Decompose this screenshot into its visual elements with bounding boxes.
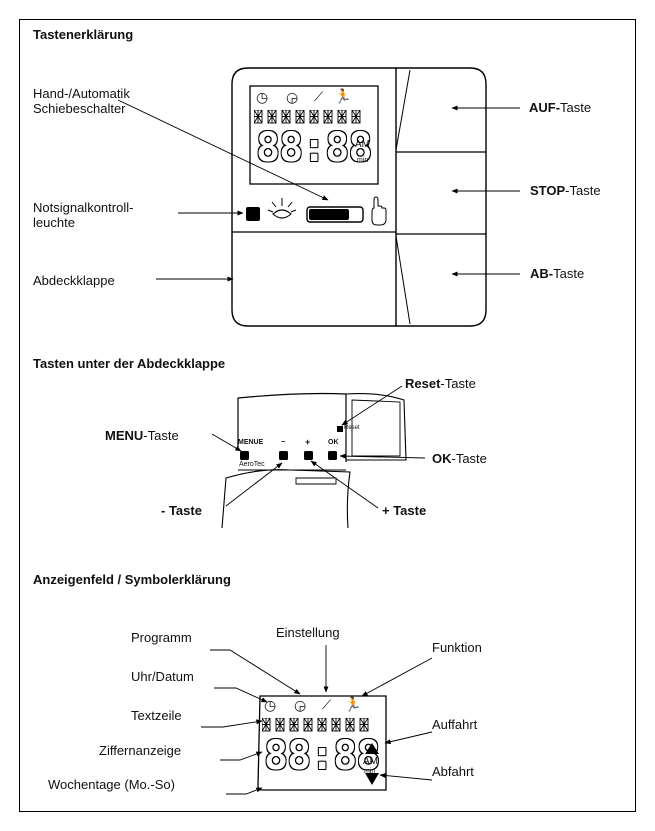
device-lcd-textline: [254, 110, 361, 124]
label-hand-auto-line1: Hand-/Automatik: [33, 86, 130, 101]
section3-leaders: [201, 645, 433, 795]
label-auf-rest: Taste: [560, 100, 592, 115]
label-reset-taste: Reset-Taste: [405, 376, 476, 391]
label-ab-bold: AB-: [530, 266, 554, 281]
label-reset-rest: -Taste: [440, 376, 476, 391]
panel-reset-label: Reset: [344, 425, 360, 431]
setting-icon: ⟋: [314, 90, 324, 105]
label-wochentage: Wochentage (Mo.-So): [48, 777, 175, 792]
label-auf-taste: AUF-Taste: [529, 100, 591, 115]
section-title-keys: Tastenerklärung: [33, 27, 134, 42]
plus-key[interactable]: [304, 451, 313, 460]
label-reset-bold: Reset: [405, 376, 441, 391]
label-stop-rest: -Taste: [565, 183, 601, 198]
clock-date-icon: ◷: [256, 90, 269, 106]
display-lcd-icons: ◷ ◶ ⟋ 🏃: [264, 697, 384, 716]
section2-leaders: [211, 385, 426, 509]
up-arrow-icon: [365, 743, 379, 754]
notsignal-led: [246, 207, 260, 221]
section1-leaders: [117, 99, 520, 282]
minus-key[interactable]: [279, 451, 288, 460]
label-ziffernanzeige: Ziffernanzeige: [99, 743, 182, 758]
label-menu-taste: MENU-Taste: [105, 428, 179, 443]
label-ok-taste: OK-Taste: [432, 451, 487, 466]
panel-ok-label: OK: [328, 439, 339, 446]
keypad-panel: [221, 392, 407, 529]
device-controls: [246, 196, 387, 226]
display-lcd-arrows: [365, 743, 379, 785]
label-minus-taste: - Taste: [161, 503, 202, 518]
label-auf-bold: AUF-: [529, 100, 561, 115]
device-lcd: [249, 85, 379, 185]
menu-key[interactable]: [240, 451, 249, 460]
figure-frame: [19, 19, 636, 812]
label-menu-bold: MENU: [105, 428, 144, 443]
display-lcd-digits: 88:88: [264, 733, 380, 779]
device-lcd-min: min: [357, 157, 369, 164]
label-ab-rest: Taste: [553, 266, 585, 281]
label-hand-auto: Hand-/Automatik Schiebeschalter: [33, 86, 130, 116]
function-runner-icon: 🏃: [334, 89, 352, 105]
label-notsignal: Notsignalkontroll- leuchte: [33, 200, 133, 230]
label-notsignal-line1: Notsignalkontroll-: [33, 200, 134, 215]
hand-icon: [371, 196, 387, 226]
label-notsignal-line2: leuchte: [33, 215, 75, 230]
setting-icon: ⟋: [322, 698, 332, 713]
label-abdeckklappe: Abdeckklappe: [33, 273, 115, 288]
label-programm: Programm: [131, 630, 192, 645]
device-body: [231, 67, 487, 327]
label-menu-rest: -Taste: [143, 428, 179, 443]
label-ab-taste: AB-Taste: [530, 266, 584, 281]
down-arrow-icon: [365, 773, 379, 785]
device-lcd-am: AM: [355, 139, 370, 150]
label-stop-taste: STOP-Taste: [530, 183, 601, 198]
label-plus-taste: + Taste: [382, 503, 427, 518]
label-stop-bold: STOP: [530, 183, 566, 198]
device-lcd-digits: 88:88: [256, 125, 372, 171]
section-title-cover-keys: Tasten unter der Abdeckklappe: [33, 356, 226, 371]
panel-minus-label: –: [281, 437, 286, 446]
label-uhr-datum: Uhr/Datum: [131, 669, 194, 684]
label-ok-bold: OK: [432, 451, 452, 466]
keypad-buttons: [240, 426, 343, 460]
display-lcd-textline: [262, 718, 369, 732]
label-einstellung: Einstellung: [276, 625, 340, 640]
clock-date-icon: ◷: [264, 698, 277, 714]
ok-key[interactable]: [328, 451, 337, 460]
label-abfahrt: Abfahrt: [432, 764, 474, 779]
program-icon: ◶: [294, 698, 307, 714]
hand-auto-switch: [306, 206, 364, 223]
display-lcd-min: min: [364, 768, 376, 775]
panel-brand-label: AeroTec: [239, 461, 265, 468]
display-lcd-am: AM: [363, 756, 378, 767]
label-ok-rest: -Taste: [451, 451, 487, 466]
label-auffahrt: Auffahrt: [432, 717, 478, 732]
panel-menue-label: MENUE: [238, 439, 264, 446]
function-runner-icon: 🏃: [344, 697, 362, 713]
label-funktion: Funktion: [432, 640, 482, 655]
device-lcd-icons: ◷ ◶ ⟋ 🏃: [256, 89, 376, 108]
label-textzeile: Textzeile: [131, 708, 182, 723]
section-title-display: Anzeigenfeld / Symbolerklärung: [33, 572, 231, 587]
reset-key[interactable]: [337, 426, 343, 432]
label-hand-auto-line2: Schiebeschalter: [33, 101, 126, 116]
panel-plus-label: +: [305, 437, 311, 447]
sun-sensor-icon: [267, 198, 297, 219]
program-icon: ◶: [286, 90, 299, 106]
